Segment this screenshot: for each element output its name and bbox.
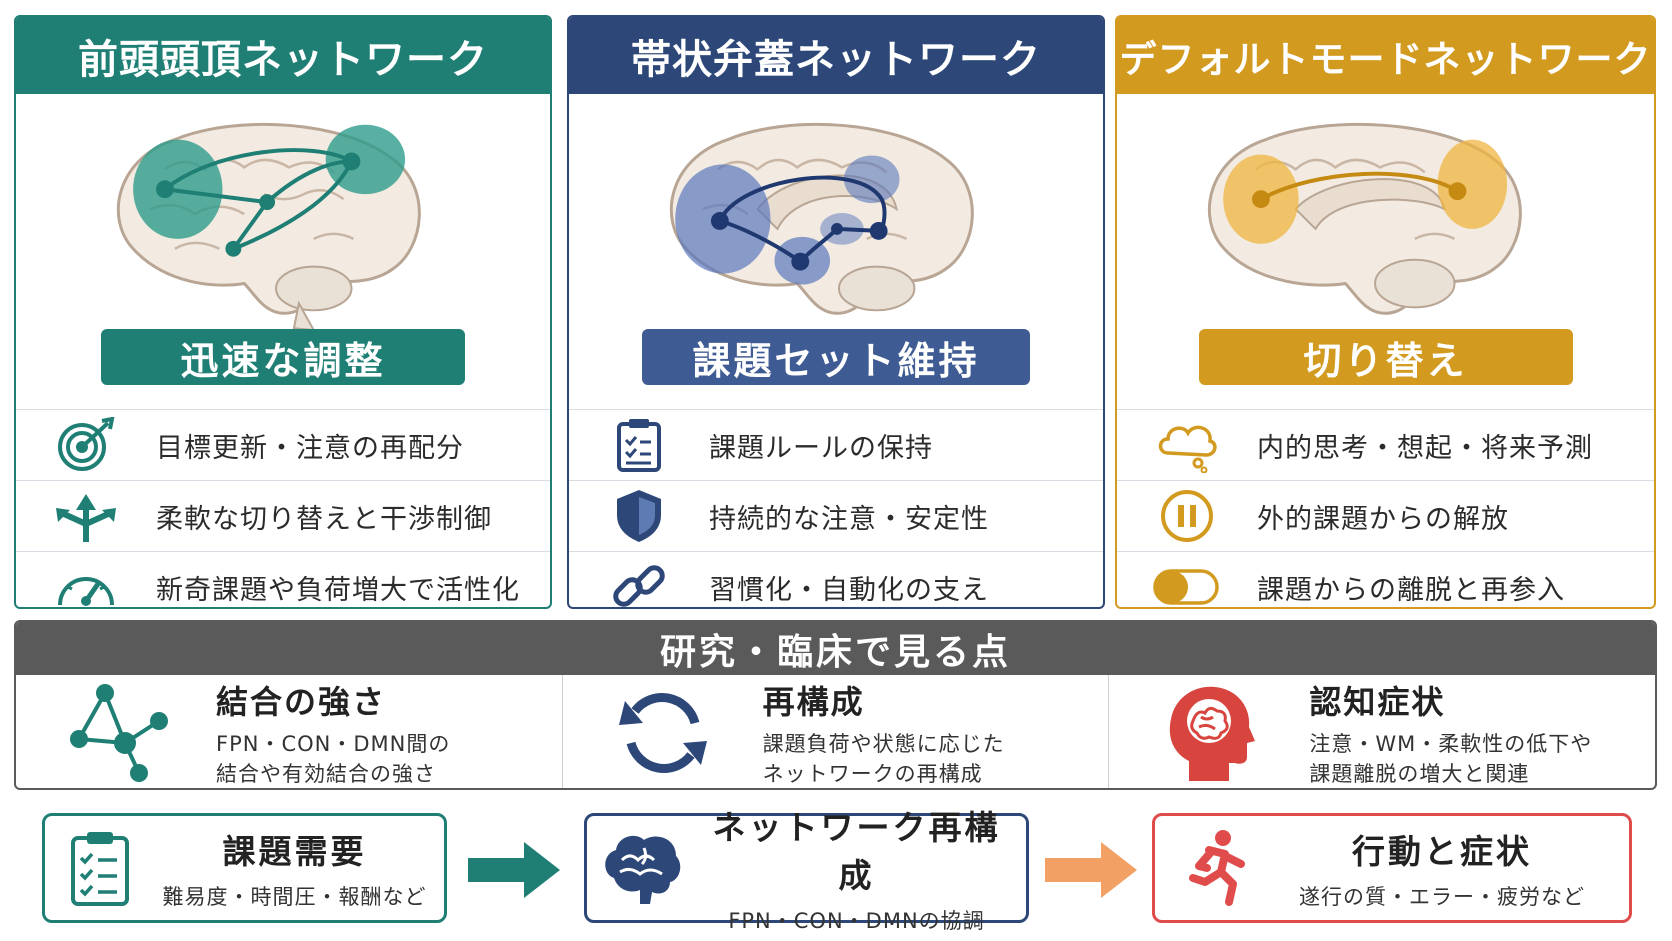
item-text: 柔軟な切り替えと干渉制御 bbox=[156, 503, 492, 535]
list-item: 持続的な注意・安定性 bbox=[569, 480, 1103, 551]
research-col-line1: 注意・WM・柔軟性の低下や bbox=[1309, 731, 1593, 756]
clipboard-icon bbox=[569, 416, 709, 474]
list-item: 課題からの離脱と再参入 bbox=[1117, 551, 1654, 607]
link-icon bbox=[569, 558, 709, 607]
research-col-title: 結合の強さ bbox=[216, 682, 387, 721]
research-col-line2: 結合や有効結合の強さ bbox=[216, 761, 436, 786]
flow-box-subtitle: 難易度・時間圧・報酬など bbox=[162, 885, 427, 909]
list-item: 習慣化・自動化の支え bbox=[569, 551, 1103, 607]
research-section: 研究・臨床で見る点 結合の強さ FPN・CON・DMN間の 結合や有効結合の強さ… bbox=[14, 620, 1657, 790]
flow-box-title: ネットワーク再構成 bbox=[712, 808, 1001, 895]
panel-cingulo-opercular: 帯状弁蓋ネットワーク 課題セット維持 課題ルールの保持 持続的な注意・安定性 bbox=[567, 15, 1105, 609]
item-text: 新奇課題や負荷増大で活性化 bbox=[156, 574, 520, 606]
speedometer-icon bbox=[16, 559, 156, 607]
flow-box-network-reconfig: ネットワーク再構成 FPN・CON・DMNの協調 bbox=[584, 808, 1029, 933]
item-text: 課題からの離脱と再参入 bbox=[1257, 574, 1565, 606]
brain-icon bbox=[587, 830, 697, 906]
thought-cloud-icon bbox=[1117, 417, 1257, 473]
flow-arrow-orange-icon bbox=[1045, 842, 1137, 898]
shield-icon bbox=[569, 487, 709, 545]
list-item: 柔軟な切り替えと干渉制御 bbox=[16, 480, 550, 551]
brain-illustration-dmn bbox=[1208, 123, 1522, 315]
item-text: 目標更新・注意の再配分 bbox=[156, 432, 464, 464]
toggle-icon bbox=[1117, 565, 1257, 607]
item-text: 外的課題からの解放 bbox=[1257, 503, 1509, 535]
flow-box-title: 課題需要 bbox=[222, 832, 367, 871]
research-col-title: 認知症状 bbox=[1309, 682, 1446, 721]
research-col-line1: 課題負荷や状態に応じた bbox=[762, 731, 1005, 756]
research-col-line2: ネットワークの再構成 bbox=[762, 761, 983, 786]
list-item: 課題ルールの保持 bbox=[569, 409, 1103, 480]
research-col-title: 再構成 bbox=[762, 682, 865, 721]
pill-label: 迅速な調整 bbox=[101, 329, 465, 385]
flow-arrow-teal-icon bbox=[468, 842, 560, 898]
list-item: 内的思考・想起・将来予測 bbox=[1117, 409, 1654, 480]
running-person-icon bbox=[1155, 828, 1265, 908]
panel-title: 帯状弁蓋ネットワーク bbox=[569, 17, 1103, 94]
pause-icon bbox=[1117, 488, 1257, 544]
item-text: 持続的な注意・安定性 bbox=[709, 503, 989, 535]
panel-frontoparietal: 前頭頭頂ネットワーク 迅速な調整 目標更新・注意の再配分 柔軟な切り替えと干渉制… bbox=[14, 15, 552, 609]
brain-illustration-fpn bbox=[116, 123, 421, 332]
panel-default-mode: デフォルトモードネットワーク 切り替え 内的思考・想起・将来予測 外的課題からの… bbox=[1115, 15, 1656, 609]
list-item: 新奇課題や負荷増大で活性化 bbox=[16, 551, 550, 607]
list-item: 目標更新・注意の再配分 bbox=[16, 409, 550, 480]
target-icon bbox=[16, 417, 156, 473]
research-col-line1: FPN・CON・DMN間の bbox=[216, 731, 451, 756]
item-text: 習慣化・自動化の支え bbox=[709, 574, 989, 606]
flow-box-behavior-symptoms: 行動と症状 遂行の質・エラー・疲労など bbox=[1152, 813, 1632, 923]
checklist-icon bbox=[45, 828, 155, 908]
research-col-symptoms: 認知症状 注意・WM・柔軟性の低下や 課題離脱の増大と関連 bbox=[1108, 675, 1655, 788]
item-text: 内的思考・想起・将来予測 bbox=[1257, 432, 1593, 464]
flow-box-subtitle: 遂行の質・エラー・疲労など bbox=[1299, 885, 1585, 909]
panel-title: 前頭頭頂ネットワーク bbox=[16, 17, 550, 94]
list-item: 外的課題からの解放 bbox=[1117, 480, 1654, 551]
pill-label: 課題セット維持 bbox=[642, 329, 1030, 385]
item-text: 課題ルールの保持 bbox=[709, 432, 933, 464]
pill-label: 切り替え bbox=[1198, 329, 1573, 385]
network-graph-icon bbox=[16, 683, 216, 783]
refresh-cycle-icon bbox=[563, 683, 763, 783]
research-col-line2: 課題離脱の増大と関連 bbox=[1309, 761, 1530, 786]
research-col-reconfiguration: 再構成 課題負荷や状態に応じた ネットワークの再構成 bbox=[561, 675, 1109, 788]
head-brain-icon bbox=[1109, 681, 1309, 785]
panel-title: デフォルトモードネットワーク bbox=[1117, 17, 1654, 94]
flow-box-task-demand: 課題需要 難易度・時間圧・報酬など bbox=[42, 813, 447, 923]
brain-illustration-con bbox=[669, 123, 974, 315]
flow-box-subtitle: FPN・CON・DMNの協調 bbox=[728, 909, 985, 933]
research-title: 研究・臨床で見る点 bbox=[16, 622, 1655, 675]
split-arrows-icon bbox=[16, 488, 156, 544]
research-col-connectivity: 結合の強さ FPN・CON・DMN間の 結合や有効結合の強さ bbox=[16, 675, 562, 788]
flow-box-title: 行動と症状 bbox=[1352, 832, 1532, 871]
